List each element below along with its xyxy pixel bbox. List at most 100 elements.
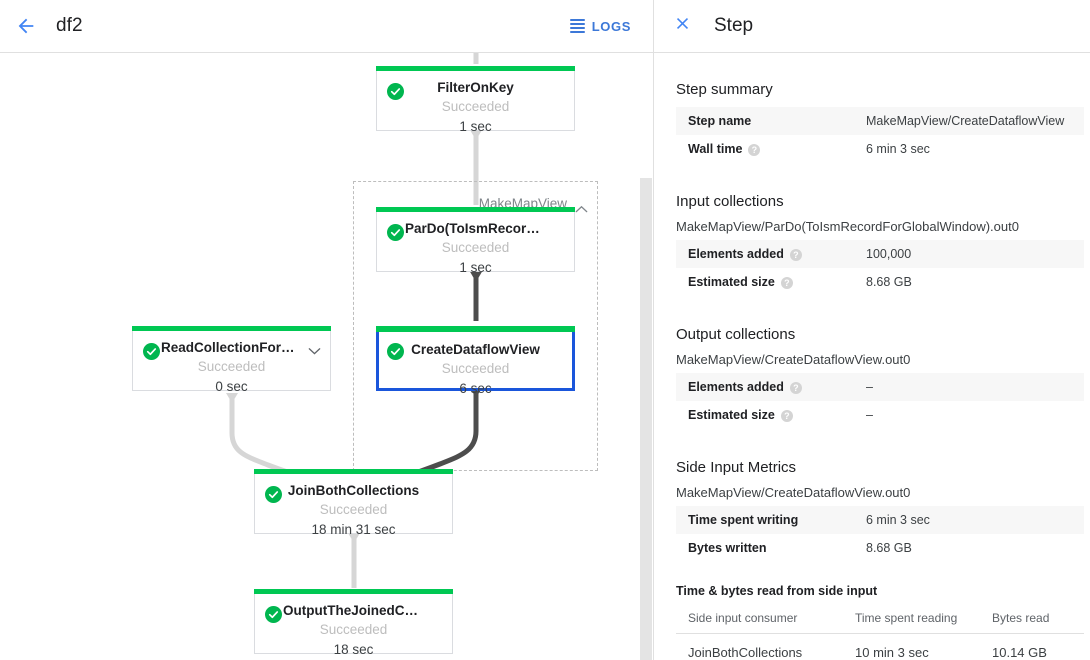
job-graph-pane: df2 LOGS — [0, 6, 653, 660]
row-key: Elements added? — [676, 373, 854, 401]
row-value: 8.68 GB — [866, 541, 912, 555]
row-value: 6 min 3 sec — [866, 142, 930, 156]
column-header-side-input-consumer: Side input consumer — [676, 605, 843, 634]
row-key-label: Wall time — [688, 142, 743, 156]
row-key: Step name — [676, 107, 854, 135]
back-button[interactable] — [6, 6, 46, 46]
node-status: Succeeded — [197, 359, 266, 374]
row-key: Time spent writing — [688, 513, 799, 527]
graph-node-pardo-toismrecord[interactable]: ParDo(ToIsmRecordFor… Succeeded 1 sec — [376, 207, 575, 275]
node-status-bar — [376, 207, 575, 212]
table-row: Estimated size? – — [676, 401, 1084, 429]
output-collections-heading: Output collections — [676, 326, 796, 343]
side-input-metrics-table: Time spent writing 6 min 3 sec Bytes wri… — [676, 506, 1084, 562]
success-check-icon — [143, 343, 160, 360]
cell-bytes-read: 10.14 GB — [980, 633, 1084, 660]
row-key-label: Estimated size — [688, 408, 775, 422]
table-row: Wall time? 6 min 3 sec — [676, 135, 1084, 163]
row-key: Estimated size? — [676, 268, 854, 296]
node-status-bar — [376, 66, 575, 71]
graph-node-join-both-collections[interactable]: JoinBothCollections Succeeded 18 min 31 … — [254, 469, 453, 537]
output-collection-name: MakeMapView/CreateDataflowView.out0 — [676, 352, 911, 367]
row-key: Elements added? — [676, 240, 854, 268]
row-key-label: Elements added — [688, 247, 784, 261]
node-time: 6 sec — [459, 381, 492, 396]
graph-node-output-the-joined-collection[interactable]: OutputTheJoinedCollec… Succeeded 18 sec — [254, 589, 453, 657]
help-icon[interactable]: ? — [789, 248, 802, 261]
node-name: OutputTheJoinedCollec… — [283, 603, 449, 618]
success-check-icon — [265, 606, 282, 623]
step-details-pane: Step Step summary Step name MakeMapView/… — [654, 0, 1090, 660]
success-check-icon — [387, 83, 404, 100]
table-row: Step name MakeMapView/CreateDataflowView — [676, 107, 1084, 135]
logs-button-label: LOGS — [591, 18, 631, 34]
table-row: Elements added? 100,000 — [676, 240, 1084, 268]
graph-node-create-dataflow-view[interactable]: CreateDataflowView Succeeded 6 sec — [376, 326, 575, 396]
success-check-icon — [387, 343, 404, 360]
node-time: 18 sec — [333, 642, 374, 657]
success-check-icon — [265, 486, 282, 503]
side-input-subheading: Time & bytes read from side input — [676, 584, 878, 598]
chevron-down-icon[interactable] — [308, 342, 321, 360]
node-status-bar — [132, 326, 331, 331]
node-name: ReadCollectionForJoin — [161, 340, 309, 355]
help-icon[interactable]: ? — [789, 381, 802, 394]
row-key: Bytes written — [688, 541, 767, 555]
node-status: Succeeded — [319, 502, 388, 517]
column-header-bytes-read: Bytes read — [980, 605, 1084, 634]
node-name: ParDo(ToIsmRecordFor… — [405, 221, 570, 236]
row-value: 8.68 GB — [866, 275, 912, 289]
node-status: Succeeded — [319, 622, 388, 637]
cell-time-spent-reading: 10 min 3 sec — [843, 633, 980, 660]
column-header-time-spent-reading: Time spent reading — [843, 605, 980, 634]
side-input-metrics-heading: Side Input Metrics — [676, 459, 797, 476]
node-time: 1 sec — [459, 119, 492, 134]
table-row: Bytes written 8.68 GB — [676, 534, 1084, 562]
pane-divider — [653, 0, 654, 660]
node-name: FilterOnKey — [437, 80, 514, 95]
node-status-bar — [254, 589, 453, 594]
node-status-bar — [254, 469, 453, 474]
help-icon[interactable]: ? — [780, 409, 793, 422]
step-panel-header: Step — [654, 0, 1090, 53]
graph-pane-scrollbar[interactable] — [640, 178, 652, 660]
table-row: Estimated size? 8.68 GB — [676, 268, 1084, 296]
step-panel-body: Step summary Step name MakeMapView/Creat… — [654, 53, 1090, 660]
node-name: CreateDataflowView — [411, 342, 540, 357]
node-time: 18 min 31 sec — [311, 522, 396, 537]
row-value: 100,000 — [866, 247, 912, 261]
step-summary-heading: Step summary — [676, 81, 773, 98]
help-icon[interactable]: ? — [780, 276, 793, 289]
logs-hamburger-icon — [569, 19, 585, 33]
row-key-label: Estimated size — [688, 275, 775, 289]
chevron-up-icon[interactable] — [575, 200, 588, 218]
help-icon[interactable]: ? — [748, 143, 761, 156]
step-summary-table: Step name MakeMapView/CreateDataflowView… — [676, 107, 1084, 163]
row-key-label: Elements added — [688, 380, 784, 394]
input-collection-name: MakeMapView/ParDo(ToIsmRecordForGlobalWi… — [676, 219, 1019, 234]
close-icon — [673, 14, 692, 38]
graph-node-filter-on-key[interactable]: FilterOnKey Succeeded 1 sec — [376, 66, 575, 134]
node-time: 0 sec — [215, 379, 248, 394]
side-input-consumers-table: Side input consumer Time spent reading B… — [676, 605, 1084, 660]
close-button[interactable] — [662, 6, 702, 46]
node-status-bar — [376, 326, 575, 332]
node-status: Succeeded — [441, 361, 510, 376]
output-collections-table: Elements added? – Estimated size? – — [676, 373, 1084, 429]
success-check-icon — [387, 224, 404, 241]
logs-button[interactable]: LOGS — [569, 18, 631, 34]
table-header-row: Side input consumer Time spent reading B… — [676, 605, 1084, 634]
input-collections-table: Elements added? 100,000 Estimated size? … — [676, 240, 1084, 296]
input-collections-heading: Input collections — [676, 193, 784, 210]
table-row[interactable]: JoinBothCollections 10 min 3 sec 10.14 G… — [676, 633, 1084, 660]
row-key: Estimated size? — [676, 401, 854, 429]
step-panel-title: Step — [714, 15, 754, 36]
job-graph-canvas[interactable]: MakeMapView FilterOnKey Succeeded 1 sec — [0, 53, 653, 660]
graph-node-read-collection-for-join[interactable]: ReadCollectionForJoin Succeeded 0 sec — [132, 326, 331, 394]
row-key: Wall time? — [676, 135, 854, 163]
row-value: – — [866, 408, 873, 422]
row-value: MakeMapView/CreateDataflowView — [866, 114, 1065, 128]
side-input-collection-name: MakeMapView/CreateDataflowView.out0 — [676, 485, 911, 500]
page-title: df2 — [56, 15, 83, 36]
